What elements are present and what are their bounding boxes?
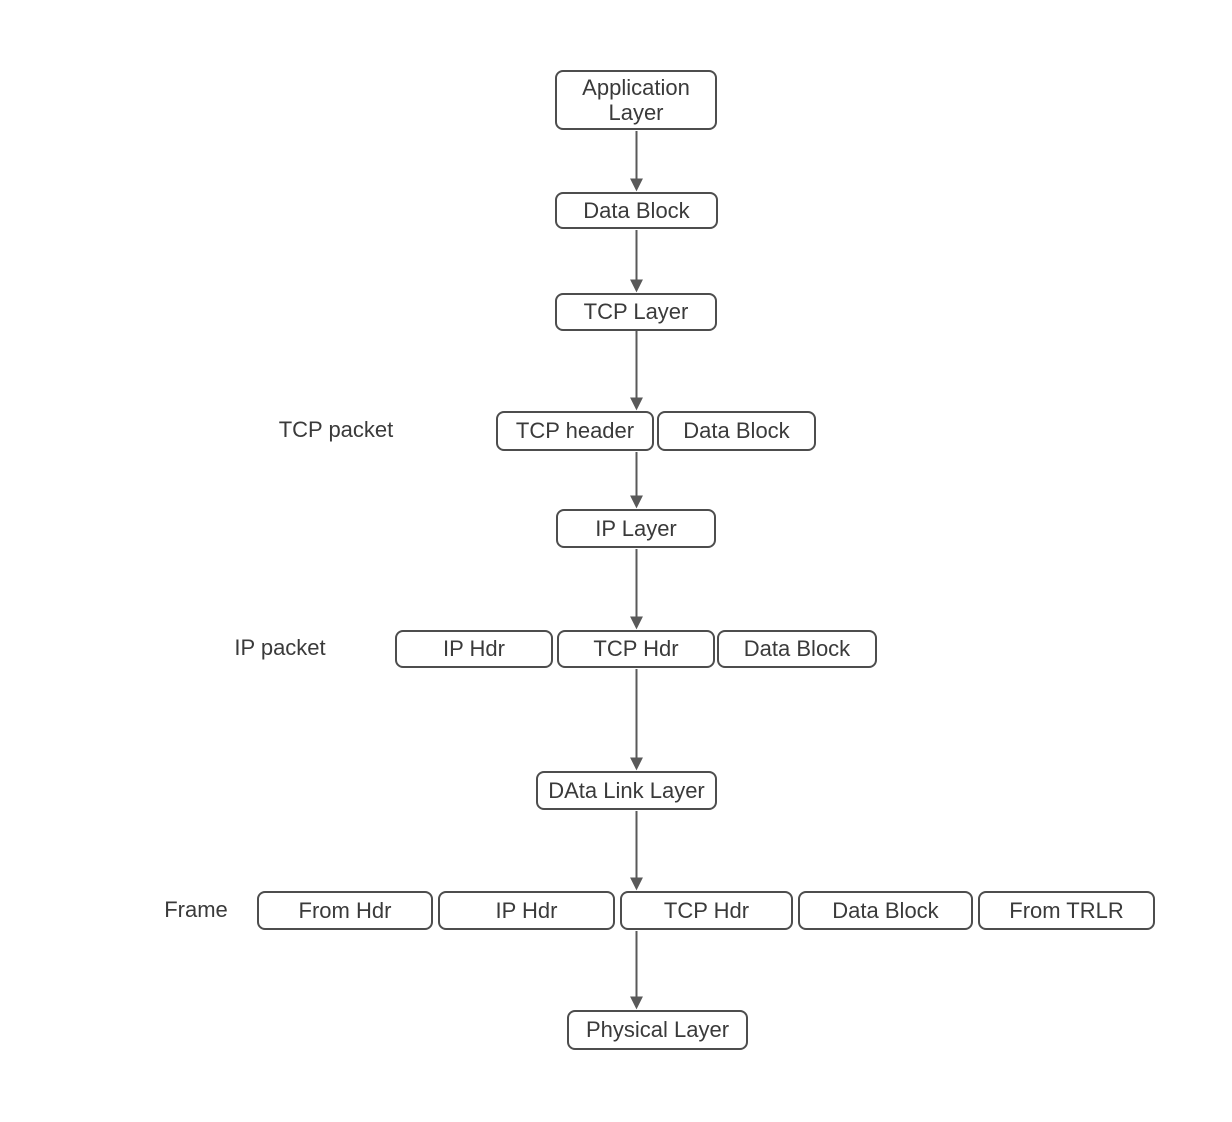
- row-label-ip-packet-text: IP packet: [234, 635, 326, 660]
- node-frame-data-block-label: Data Block: [832, 897, 939, 923]
- node-frame-from-hdr-label: From Hdr: [298, 897, 392, 923]
- node-tcp-layer: TCP Layer: [555, 293, 717, 331]
- node-ip-layer-label: IP Layer: [595, 515, 677, 541]
- node-data-link-layer-label: DAta Link Layer: [548, 777, 705, 803]
- row-label-ip-packet: IP packet: [234, 635, 325, 661]
- node-tcp-layer-label: TCP Layer: [583, 299, 689, 325]
- row-label-tcp-packet-text: TCP packet: [278, 417, 394, 442]
- node-frame-from-trlr: From TRLR: [978, 891, 1155, 930]
- row-label-tcp-packet: TCP packet: [279, 417, 394, 443]
- node-ip-layer: IP Layer: [556, 509, 716, 548]
- node-physical-layer: Physical Layer: [567, 1010, 748, 1050]
- node-ip-packet-tcp-hdr-label: TCP Hdr: [593, 636, 679, 662]
- node-frame-tcp-hdr: TCP Hdr: [620, 891, 793, 930]
- row-label-frame-text: Frame: [164, 897, 228, 922]
- node-ip-packet-ip-hdr: IP Hdr: [395, 630, 553, 668]
- node-ip-packet-data-block-label: Data Block: [743, 636, 851, 662]
- node-tcp-packet-data-block-label: Data Block: [683, 418, 790, 444]
- node-ip-packet-ip-hdr-label: IP Hdr: [443, 636, 505, 662]
- node-tcp-packet-header-label: TCP header: [515, 418, 635, 444]
- node-application-layer: Application Layer: [555, 70, 717, 130]
- node-tcp-packet-data-block: Data Block: [657, 411, 816, 451]
- node-application-layer-label: Application Layer: [582, 74, 690, 125]
- node-frame-ip-hdr-label: IP Hdr: [495, 897, 558, 923]
- node-ip-packet-tcp-hdr: TCP Hdr: [557, 630, 715, 668]
- node-app-data-block: Data Block: [555, 192, 718, 229]
- node-data-link-layer: DAta Link Layer: [536, 771, 717, 810]
- node-physical-layer-label: Physical Layer: [585, 1017, 730, 1043]
- node-frame-from-hdr: From Hdr: [257, 891, 433, 930]
- node-tcp-packet-header: TCP header: [496, 411, 654, 451]
- node-app-data-block-label: Data Block: [583, 197, 690, 223]
- node-frame-data-block: Data Block: [798, 891, 973, 930]
- node-ip-packet-data-block: Data Block: [717, 630, 877, 668]
- node-frame-ip-hdr: IP Hdr: [438, 891, 615, 930]
- row-label-frame: Frame: [164, 897, 228, 923]
- node-frame-from-trlr-label: From TRLR: [1009, 897, 1124, 923]
- node-frame-tcp-hdr-label: TCP Hdr: [663, 897, 750, 923]
